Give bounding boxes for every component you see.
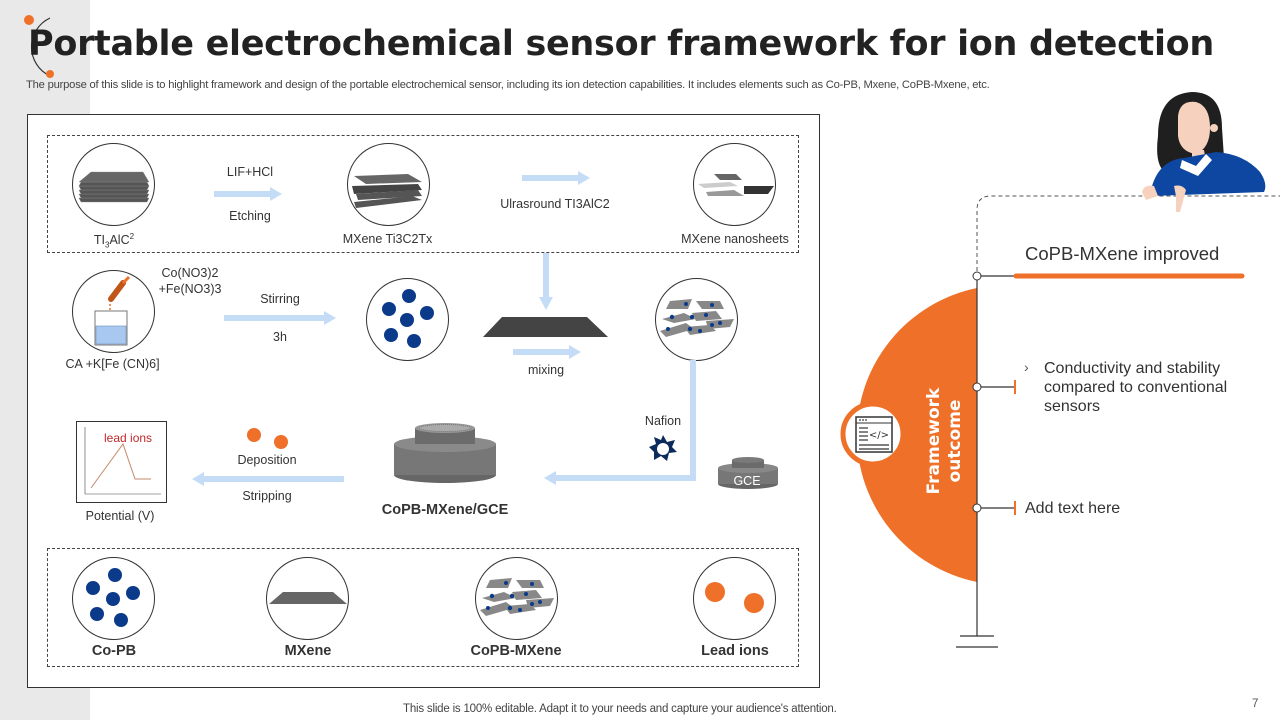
- peak-line-icon: [84, 427, 161, 495]
- gce-label: GCE: [733, 474, 761, 488]
- reagent-line2: +Fe(NO3)3: [158, 282, 222, 296]
- arrow-right-icon: [522, 171, 590, 185]
- woman-pointing-illustration: [1142, 92, 1266, 212]
- page-subtitle: The purpose of this slide is to highligh…: [26, 79, 990, 91]
- arrow-right-icon: [214, 187, 282, 201]
- legend-label-mxene: MXene: [284, 643, 332, 659]
- mxene-ti3c2tx-label: MXene Ti3C2Tx: [342, 232, 433, 246]
- lead-ions-icon: [705, 582, 764, 613]
- co-pb-particles-icon: [382, 289, 434, 348]
- layered-stack-icon: [78, 171, 150, 203]
- stripping-label: Stripping: [242, 489, 292, 503]
- mixing-label: mixing: [527, 363, 565, 377]
- nafion-label: Nafion: [644, 414, 682, 428]
- reagent-line1: Co(NO3)2: [161, 266, 219, 280]
- legend-item-co-pb: [72, 557, 155, 640]
- page-number: 7: [1252, 698, 1259, 710]
- legend-item-lead-ions: [693, 557, 776, 640]
- copb-mxene-composite-icon: [660, 299, 734, 337]
- legend-box: [47, 548, 799, 667]
- graph-axis-label: Potential (V): [85, 509, 155, 523]
- arrow-right-icon: [224, 311, 336, 325]
- svg-text:</>: </>: [869, 430, 889, 441]
- exfoliated-layers-icon: [352, 174, 422, 208]
- gce-electrode-icon: [718, 457, 778, 489]
- legend-label-lead-ions: Lead ions: [701, 643, 769, 659]
- copb-mxene-composite-icon: [480, 578, 554, 616]
- arrow-right-icon: [513, 345, 581, 359]
- duration-label: 3h: [273, 330, 287, 344]
- arrow-down-icon: [539, 253, 553, 310]
- bullet-chevron-icon: ›: [1024, 359, 1029, 375]
- mxene-sheet-shape: [483, 317, 608, 337]
- legend-item-mxene: [266, 557, 349, 640]
- electrode-label: CoPB-MXene/GCE: [381, 502, 509, 518]
- outcome-item-1: › Conductivity and stability compared to…: [1024, 359, 1244, 416]
- title-arc-decoration: [24, 15, 54, 78]
- nafion-star-icon: [649, 435, 677, 461]
- beaker-circle: [72, 270, 155, 353]
- etching-label: Etching: [229, 209, 271, 223]
- beaker-label: CA +K[Fe (CN)6]: [65, 357, 160, 371]
- copb-mxene-gce-electrode-icon: [394, 423, 496, 483]
- nanosheets-label: MXene nanosheets: [681, 232, 789, 246]
- voltammogram-graph: lead ions: [76, 421, 167, 503]
- co-pb-particles-icon: [86, 568, 140, 627]
- arrow-left-icon: [192, 472, 344, 486]
- nanosheets-circle: [693, 143, 776, 226]
- etching-reagent-label: LIF+HCl: [226, 165, 274, 179]
- legend-item-copb-mxene: [475, 557, 558, 640]
- legend-label-co-pb: Co-PB: [91, 643, 137, 659]
- ti3alc2-circle: [72, 143, 155, 226]
- vertical-title-line2: outcome: [945, 399, 965, 483]
- ultrasound-label: Ulrasround TI3AlC2: [500, 197, 610, 211]
- code-window-icon: </>: [855, 416, 893, 453]
- lead-ion-dots-icon: [247, 428, 288, 449]
- outcome-item-1-text: Conductivity and stability compared to c…: [1044, 360, 1228, 415]
- footer-note: This slide is 100% editable. Adapt it to…: [403, 703, 837, 715]
- stirring-label: Stirring: [260, 292, 300, 306]
- copb-particles-circle: [366, 278, 449, 361]
- ti3alc2-label: TI3AlC2: [93, 232, 135, 250]
- mxene-ti3c2tx-circle: [347, 143, 430, 226]
- deposition-label: Deposition: [237, 453, 297, 467]
- page-title: Portable electrochemical sensor framewor…: [28, 24, 1215, 64]
- diagram-frame: [27, 114, 820, 688]
- synthesis-row-box: [47, 135, 799, 253]
- nanosheets-icon: [698, 174, 774, 196]
- graph-title: lead ions: [104, 431, 153, 445]
- legend-label-copb-mxene: CoPB-MXene: [470, 643, 562, 659]
- outcome-item-2-text: Add text here: [1025, 500, 1121, 517]
- arrow-l-shape-icon: [544, 360, 696, 485]
- mxene-sheet-icon: [269, 592, 347, 604]
- beaker-dropper-icon: [94, 275, 131, 346]
- outcome-vertical-title: Framework outcome: [885, 388, 1005, 495]
- outcome-heading: CoPB-MXene improved: [1025, 243, 1220, 264]
- vertical-title-line1: Framework: [924, 387, 944, 495]
- composite-circle: [655, 278, 738, 361]
